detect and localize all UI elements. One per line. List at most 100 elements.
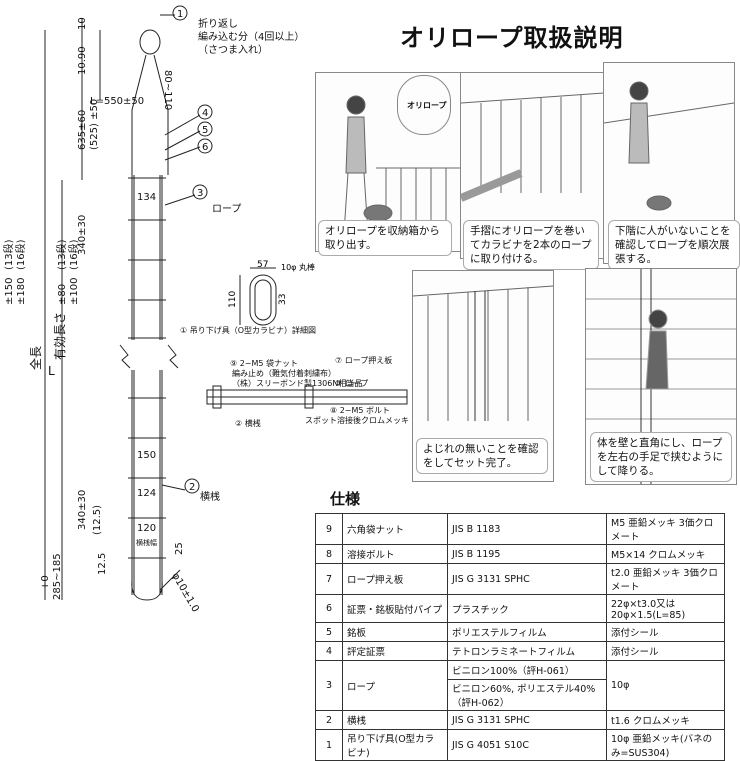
callout-5: 5	[202, 125, 208, 136]
spec-finish: 22φ×t3.0又は20φ×1.5(L=85)	[606, 594, 725, 623]
spec-no: 8	[315, 544, 343, 564]
dim-13a: (13段)	[2, 239, 15, 270]
spec-finish: 10φ	[606, 660, 725, 711]
handrail-icon	[461, 92, 604, 202]
dim-340b: 340±30	[77, 490, 88, 530]
spec-no: 2	[315, 710, 343, 730]
spec-material: JIS G 3131 SPHC	[447, 563, 607, 595]
spec-name: ロープ	[342, 660, 448, 711]
assembly-label-9: ⑨ 2−M5 袋ナット	[230, 359, 299, 368]
table-row: 6 証票・銘板貼付パイプ プラスチック 22φ×t3.0又は20φ×1.5(L=…	[315, 594, 725, 623]
spec-material: ポリエステルフィルム	[447, 622, 607, 642]
carabiner-caption: ① 吊り下げ具（O型カラビナ）詳細図	[180, 326, 317, 335]
spec-name: ロープ押え板	[342, 563, 448, 595]
page-title: オリロープ取扱説明	[400, 24, 624, 52]
ladder-set-icon	[413, 285, 553, 421]
spec-name: 六角袋ナット	[342, 513, 448, 545]
assembly-detail	[206, 385, 408, 409]
spec-finish: 添付シール	[606, 641, 725, 661]
dim-10phi: 10φ 丸棒	[281, 262, 315, 272]
spec-name: 吊り下げ具(O型カラビナ)	[342, 729, 448, 761]
table-row: 9 六角袋ナット JIS B 1183 M5 亜鉛メッキ 3価クロメート	[315, 513, 725, 545]
table-row: 3 ロープ ビニロン100%（評H-061） 10φ	[315, 660, 725, 711]
dim-16a: (16段)	[14, 239, 27, 270]
dim-12-5: (12.5)	[92, 505, 103, 535]
spec-name: 評定証票	[342, 641, 448, 661]
label-rope: ロープ	[212, 203, 241, 215]
loop-length: L=550±50	[90, 96, 144, 107]
dim-top: 10	[77, 17, 88, 30]
dim-12-5b: 12.5	[97, 553, 108, 575]
step-4-caption: よじれの無いことを確認をしてセット完了。	[416, 438, 548, 474]
step-2-caption: 手摺にオリロープを巻いてカラビナを2本のロープに取り付ける。	[463, 220, 599, 270]
dim-185: 285~185	[52, 553, 63, 600]
assembly-label-2: ② 横桟	[235, 419, 261, 428]
dim-25: 25	[174, 542, 185, 555]
label-yokosan: 横桟	[200, 490, 220, 503]
dim-120: 120	[137, 523, 156, 534]
spec-no: 3	[315, 660, 343, 711]
dim-phi: φ10±1.0	[169, 571, 200, 614]
spec-material: JIS G 4051 S10C	[447, 729, 607, 761]
table-row: 5 銘板 ポリエステルフィルム 添付シール	[315, 622, 725, 642]
spec-material: プラスチック	[447, 594, 607, 623]
spec-material: ビニロン100%（評H-061）	[447, 660, 607, 680]
yukonaga-label: 有効長さ	[52, 312, 67, 360]
spec-name: 銘板	[342, 622, 448, 642]
climbing-person-icon	[586, 269, 736, 484]
callout-1: 1	[177, 9, 183, 20]
table-row: 2 横桟 JIS G 3131 SPHC t1.6 クロムメッキ	[315, 710, 725, 730]
callout-4: 4	[202, 108, 208, 119]
dim-150: ±150	[4, 278, 15, 305]
dim-10-90: 10.90	[77, 46, 88, 75]
spec-finish: 10φ 亜鉛メッキ(バネのみ=SUS304)	[606, 729, 725, 761]
spec-no: 4	[315, 641, 343, 661]
spec-finish: t1.6 クロムメッキ	[606, 710, 725, 730]
spec-no: 9	[315, 513, 343, 545]
step-1-caption: オリロープを収納箱から取り出す。	[318, 220, 452, 256]
spec-heading: 仕様	[330, 490, 361, 508]
spec-finish: M5×14 クロムメッキ	[606, 544, 725, 564]
spec-material: テトロンラミネートフィルム	[447, 641, 607, 661]
dim-0: +0	[40, 575, 51, 590]
dim-635: 635±60	[77, 110, 88, 150]
assembly-label-sleeve: （株）スリーボンド製1306N相当品	[232, 379, 363, 388]
table-row: 1 吊り下げ具(O型カラビナ) JIS G 4051 S10C 10φ 亜鉛メッ…	[315, 729, 725, 761]
rope-box-icon	[397, 75, 451, 135]
assembly-label-8: ⑧ 2−M5 ボルト	[330, 406, 391, 415]
zencho-label: 全長	[28, 346, 43, 370]
fold-note: 折り返し 編み込む分（4回以上） （さつま入れ）	[198, 19, 305, 56]
dim-110: 110	[228, 291, 238, 308]
spec-material: ビニロン60%, ポリエステル40%（評H-062）	[447, 679, 607, 711]
dim-13b: (13段)	[55, 239, 68, 270]
dim-100: ±100	[69, 278, 80, 305]
spec-name: 横桟	[342, 710, 448, 730]
dim-80: ±80	[57, 284, 68, 305]
spec-finish: M5 亜鉛メッキ 3価クロメート	[606, 513, 725, 545]
assembly-label-ami: 編み止め（難気付着刺繍布）	[232, 369, 336, 378]
L-label: L	[48, 364, 55, 378]
assembly-label-7: ⑦ ロープ押え板	[335, 356, 393, 365]
box-label: オリロープ	[407, 101, 447, 110]
dim-340a: 340±30	[77, 215, 88, 255]
person-icon	[604, 81, 734, 211]
spec-material: JIS B 1183	[447, 513, 607, 545]
rope-ladder-drawing: 1 4 5 6 3 2 ロープ 横桟 L=550±50 134 150 124 …	[2, 5, 241, 614]
spec-no: 1	[315, 729, 343, 761]
carabiner-detail: 57 10φ 丸棒 110 33	[228, 260, 315, 326]
spec-finish: 添付シール	[606, 622, 725, 642]
table-row: 7 ロープ押え板 JIS G 3131 SPHC t2.0 亜鉛メッキ 3価クロ…	[315, 563, 725, 595]
table-row: 8 溶接ボルト JIS B 1195 M5×14 クロムメッキ	[315, 544, 725, 564]
person-icon	[343, 95, 461, 243]
spec-name: 溶接ボルト	[342, 544, 448, 564]
spec-name: 証票・銘板貼付パイプ	[342, 594, 448, 623]
callout-6: 6	[202, 142, 208, 153]
callout-2: 2	[189, 482, 195, 493]
table-row: 4 評定証票 テトロンラミネートフィルム 添付シール	[315, 641, 725, 661]
spec-material: JIS B 1195	[447, 544, 607, 564]
spec-no: 5	[315, 622, 343, 642]
step-3-caption: 下階に人がいないことを確認してロープを順次展張する。	[608, 220, 740, 270]
assembly-label-8b: スポット溶接後クロムメッキ	[305, 416, 409, 425]
dim-525: (525) ±50	[89, 99, 100, 150]
dim-150b: 150	[137, 450, 156, 461]
